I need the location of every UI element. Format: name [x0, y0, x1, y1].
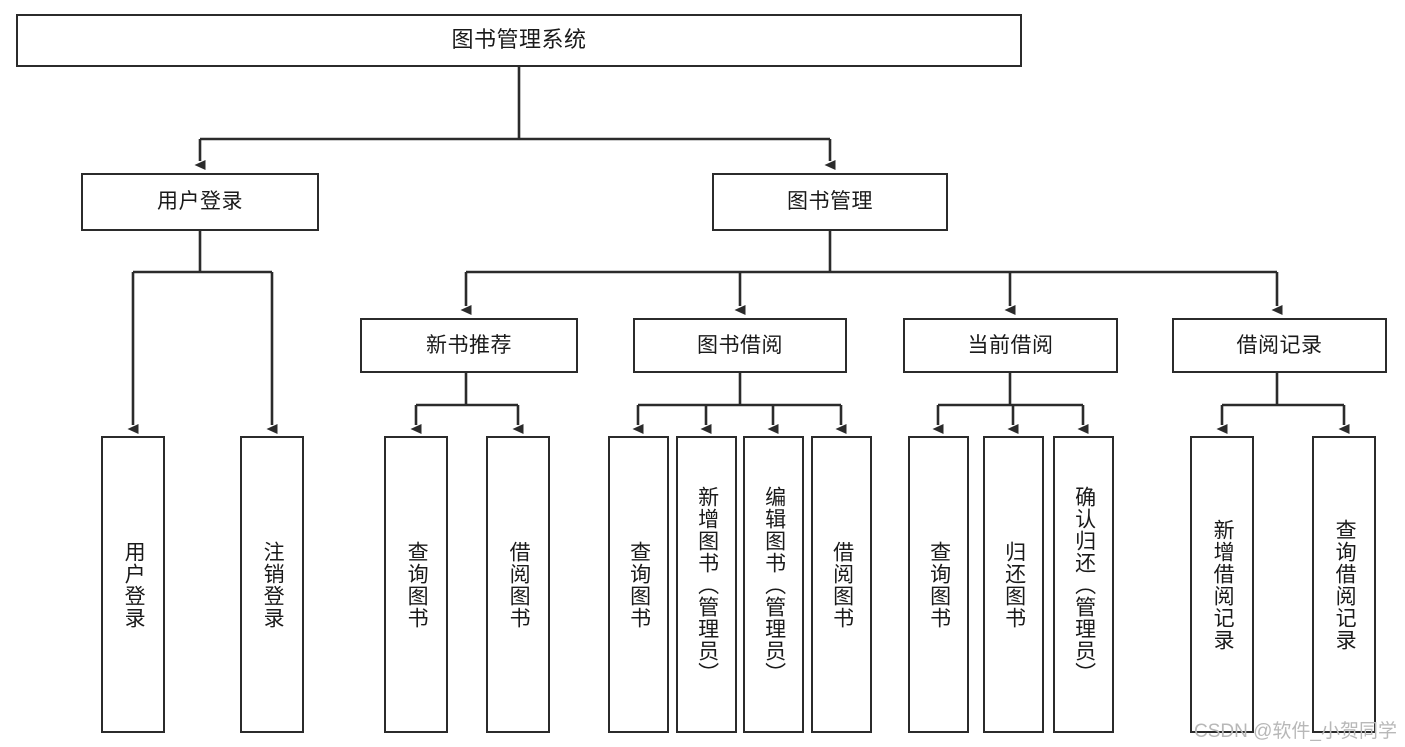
- node-new-book-recommend-label: 新书推荐: [426, 333, 512, 357]
- node-user-login-label: 用户登录: [157, 190, 243, 214]
- node-leaf-edit-book-admin-label: 编辑图书（管理员）: [762, 485, 786, 684]
- node-leaf-user-login-label: 用户登录: [122, 540, 146, 629]
- node-current-borrow-label: 当前借阅: [967, 333, 1054, 357]
- node-leaf-borrow-book-label: 借阅图书: [830, 540, 854, 629]
- node-leaf-user-login[interactable]: 用户登录: [101, 436, 165, 733]
- node-leaf-borrow-book-recommend[interactable]: 借阅图书: [486, 436, 550, 733]
- node-book-borrow[interactable]: 图书借阅: [633, 318, 847, 373]
- node-book-management-label: 图书管理: [787, 190, 873, 214]
- node-borrow-records-label: 借阅记录: [1236, 333, 1323, 357]
- node-leaf-query-book-current[interactable]: 查询图书: [908, 436, 969, 733]
- node-leaf-query-book-current-label: 查询图书: [927, 540, 951, 629]
- node-leaf-add-book-admin[interactable]: 新增图书（管理员）: [676, 436, 737, 733]
- node-leaf-return-book[interactable]: 归还图书: [983, 436, 1044, 733]
- csdn-watermark: CSDN @软件_小贺同学: [1194, 721, 1397, 742]
- node-leaf-query-book-borrow-label: 查询图书: [627, 540, 651, 629]
- node-leaf-query-borrow-record-label: 查询借阅记录: [1333, 518, 1357, 651]
- node-leaf-return-book-label: 归还图书: [1002, 540, 1026, 629]
- node-leaf-add-borrow-record-label: 新增借阅记录: [1211, 518, 1235, 651]
- node-leaf-borrow-book[interactable]: 借阅图书: [811, 436, 872, 733]
- node-leaf-query-book-recommend[interactable]: 查询图书: [384, 436, 448, 733]
- node-leaf-query-borrow-record[interactable]: 查询借阅记录: [1312, 436, 1376, 733]
- node-user-login[interactable]: 用户登录: [81, 173, 319, 231]
- node-book-borrow-label: 图书借阅: [697, 333, 783, 357]
- node-leaf-confirm-return-admin[interactable]: 确认归还（管理员）: [1053, 436, 1114, 733]
- node-new-book-recommend[interactable]: 新书推荐: [360, 318, 578, 373]
- node-leaf-logout-label: 注销登录: [261, 540, 285, 629]
- node-leaf-borrow-book-recommend-label: 借阅图书: [507, 540, 531, 629]
- node-leaf-query-book-recommend-label: 查询图书: [405, 540, 429, 629]
- node-current-borrow[interactable]: 当前借阅: [903, 318, 1118, 373]
- node-leaf-add-book-admin-label: 新增图书（管理员）: [695, 485, 719, 684]
- node-leaf-edit-book-admin[interactable]: 编辑图书（管理员）: [743, 436, 804, 733]
- node-book-management[interactable]: 图书管理: [712, 173, 948, 231]
- node-borrow-records[interactable]: 借阅记录: [1172, 318, 1387, 373]
- node-leaf-query-book-borrow[interactable]: 查询图书: [608, 436, 669, 733]
- node-leaf-logout[interactable]: 注销登录: [240, 436, 304, 733]
- node-root-label: 图书管理系统: [451, 27, 587, 53]
- node-leaf-confirm-return-admin-label: 确认归还（管理员）: [1072, 485, 1096, 684]
- node-root[interactable]: 图书管理系统: [16, 14, 1022, 67]
- node-leaf-add-borrow-record[interactable]: 新增借阅记录: [1190, 436, 1254, 733]
